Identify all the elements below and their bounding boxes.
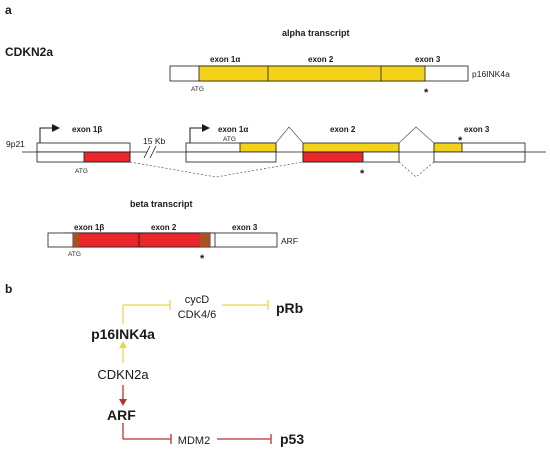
alpha-product-label: p16INK4a [472, 69, 510, 79]
genomic-exon2-label: exon 2 [330, 125, 356, 134]
p16-label: p16INK4a [91, 326, 155, 342]
beta-coding-start-shade [73, 233, 79, 247]
beta-stop-mark: * [200, 253, 205, 265]
alpha-splice-2 [398, 126, 435, 144]
alpha-atg-label: ATG [191, 86, 204, 93]
exon1b-coding [83, 151, 131, 163]
genomic-exon3-label: exon 3 [464, 125, 490, 134]
alpha-exon1-label: exon 1α [210, 55, 240, 64]
genomic-exon1b-label: exon 1β [72, 125, 102, 134]
beta-exon1-label: exon 1β [74, 223, 104, 232]
prb-label: pRb [276, 300, 303, 316]
alpha-coding-region [198, 65, 426, 82]
exon1b-upper-box [36, 142, 131, 153]
cdkn2a-to-arf-arrowhead [119, 399, 127, 406]
panel-b-label: b [5, 282, 12, 296]
alpha-transcript-title: alpha transcript [282, 28, 350, 38]
locus-label: 9p21 [6, 139, 25, 149]
beta-splice-1 [129, 161, 304, 178]
beta-transcript: beta transcript exon 1β exon 2 exon 3 AT… [47, 199, 298, 265]
genomic-exon1a-label: exon 1α [218, 125, 248, 134]
gap-label: 15 Kb [143, 136, 165, 146]
beta-exon3-label: exon 3 [232, 223, 258, 232]
gene-label: CDKN2a [5, 45, 53, 59]
beta-product-label: ARF [281, 236, 298, 246]
mdm2-label: MDM2 [178, 435, 210, 447]
genomic-atg-beta: ATG [75, 168, 88, 175]
arf-label: ARF [107, 407, 136, 423]
exon1a-lower-box [185, 151, 277, 163]
alpha-transcript: alpha transcript exon 1α exon 2 exon 3 A… [169, 28, 510, 99]
alpha-stop-mark: * [424, 87, 429, 99]
genomic-stop-mark-2: * [360, 168, 365, 180]
alpha-promoter-arrow [189, 127, 202, 145]
genomic-locus: 9p21 15 Kb exon 1β ATG exon 1α ATG exon … [6, 124, 546, 180]
cdk46-label: CDK4/6 [178, 309, 217, 321]
beta-promoter-arrowhead [52, 124, 60, 132]
exon1a-coding [239, 142, 277, 153]
alpha-promoter-arrowhead [202, 124, 210, 132]
genomic-atg-alpha: ATG [223, 136, 236, 143]
gap-break-2 [149, 145, 157, 159]
beta-coding-end-shade [200, 233, 210, 247]
panel-a-label: a [5, 3, 12, 17]
p53-label: p53 [280, 431, 304, 447]
beta-splice-2 [398, 161, 435, 178]
exon2-alpha-coding [302, 142, 400, 153]
genomic-stop-mark-1: * [458, 135, 463, 147]
cycd-label: cycD [185, 294, 210, 306]
beta-promoter-arrow [39, 127, 52, 145]
beta-atg-label: ATG [68, 251, 81, 258]
alpha-exon2-label: exon 2 [308, 55, 334, 64]
pathway-diagram: cycD CDK4/6 pRb p16INK4a CDKN2a ARF MDM2… [91, 294, 304, 447]
alpha-exon3-label: exon 3 [415, 55, 441, 64]
exon3-lower-box [433, 151, 526, 163]
alpha-splice-1 [275, 126, 304, 144]
beta-coding-region [72, 232, 211, 248]
exon3-alpha-coding [433, 142, 463, 153]
gap-break-1 [143, 145, 151, 159]
cdkn2a-to-p16-arrowhead [119, 341, 127, 348]
beta-transcript-title: beta transcript [130, 199, 193, 209]
beta-exon2-label: exon 2 [151, 223, 177, 232]
exon2-beta-coding [302, 151, 364, 163]
cdkn2a-label: CDKN2a [97, 367, 149, 382]
